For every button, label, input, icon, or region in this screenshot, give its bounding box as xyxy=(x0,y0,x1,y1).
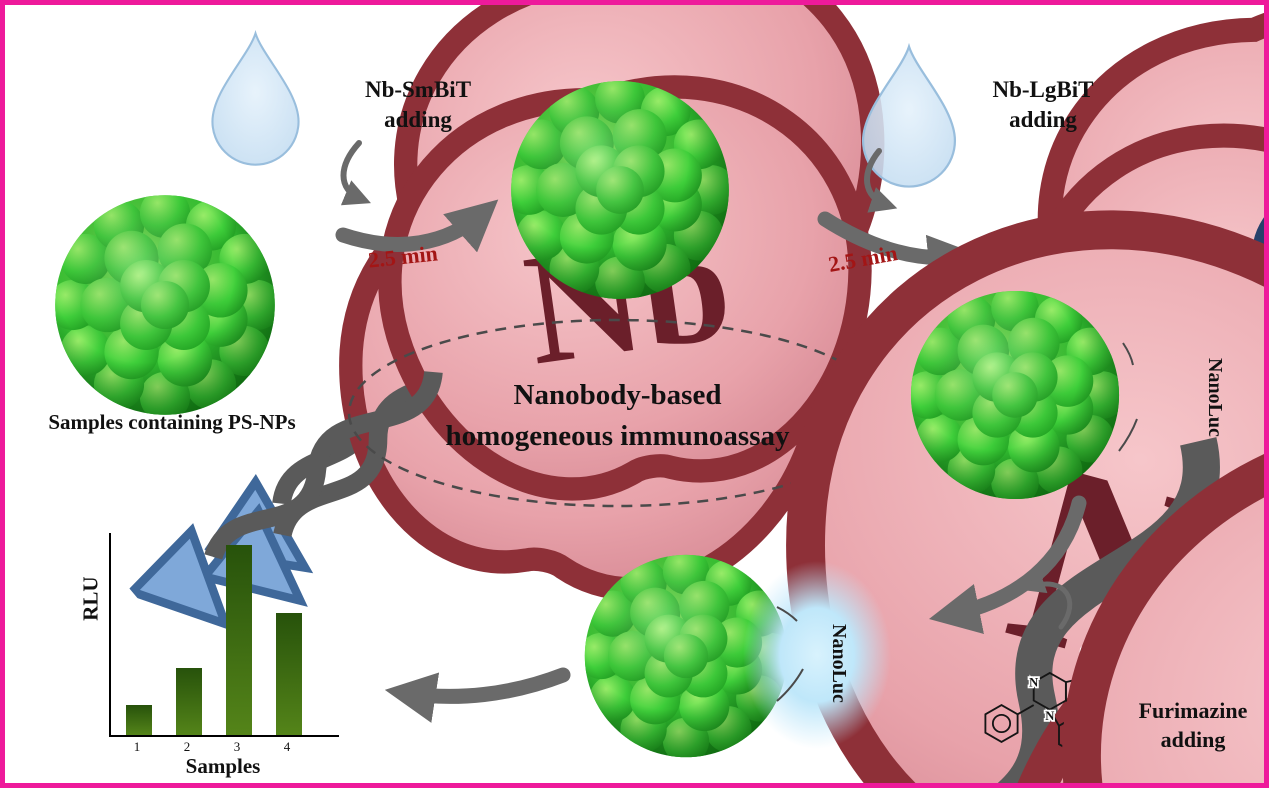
bar xyxy=(126,705,152,735)
svg-text:N: N xyxy=(1029,676,1038,690)
arrow-furimazine xyxy=(1022,571,1073,630)
tick-label: 1 xyxy=(133,739,141,754)
furimazine-line2: adding xyxy=(1160,726,1226,752)
bar-chart-ticks: 1 2 3 4 xyxy=(109,739,337,755)
step2-label: Nb-LgBiT adding xyxy=(963,75,1123,135)
sample-caption: Samples containing PS-NPs xyxy=(48,410,296,434)
step2-line1: Nb-LgBiT xyxy=(992,77,1094,102)
chart-y-axis-label: RLU xyxy=(78,576,103,621)
tick-label: 4 xyxy=(283,739,291,754)
arrow-readout xyxy=(384,667,571,723)
title-line2: homogeneous immunoassay xyxy=(445,419,790,452)
step1-line1: Nb-SmBiT xyxy=(364,77,472,102)
nanoluc-label-right: NanoLuc xyxy=(1204,357,1226,437)
furimazine-label: Furimazine adding xyxy=(1117,697,1264,754)
bar xyxy=(176,668,202,735)
furimazine-line1: Furimazine xyxy=(1138,698,1248,723)
tick-label: 2 xyxy=(183,739,191,754)
nanoparticle-with-nanoluc xyxy=(871,5,1264,783)
tick-label: 3 xyxy=(233,739,241,754)
step1-label: Nb-SmBiT adding xyxy=(338,75,498,135)
nanoluc-label-bottom: NanoLuc xyxy=(828,623,850,703)
nanoparticle-complex-glowing xyxy=(578,252,1264,783)
step1-line2: adding xyxy=(384,106,452,132)
svg-text:N: N xyxy=(1045,709,1054,723)
bar xyxy=(226,545,252,735)
title-line1: Nanobody-based xyxy=(513,379,722,411)
center-title: Nanobody-based homogeneous immunoassay xyxy=(365,375,870,456)
bar-chart-plot xyxy=(109,533,339,737)
luminescence-glow xyxy=(743,561,891,749)
bar xyxy=(276,613,302,735)
scheme-art: Nb xyxy=(5,5,1264,783)
chart-x-axis-label: Samples xyxy=(185,754,261,778)
nanoparticle-sample xyxy=(48,188,282,422)
step2-line2: adding xyxy=(1009,106,1077,132)
arrow-step1 xyxy=(335,140,499,253)
